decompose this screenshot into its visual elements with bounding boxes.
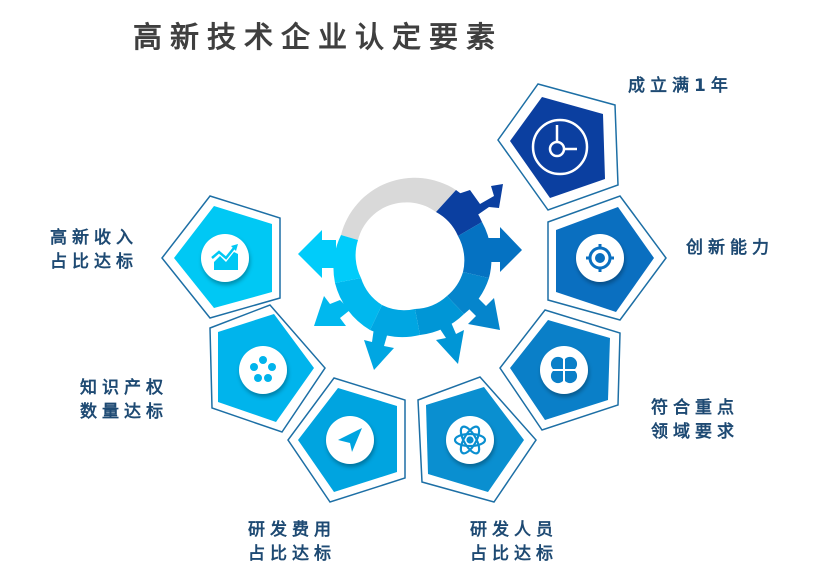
gear-segment-5 <box>364 305 420 370</box>
pentagon-factor-3[interactable] <box>499 309 621 431</box>
center-gear <box>298 177 522 370</box>
gear-hole <box>362 208 460 306</box>
paper-plane-icon <box>338 428 362 452</box>
gear-segment-2 <box>458 222 522 278</box>
label-factor-4: 研发人员 占比达标 <box>470 520 558 564</box>
gear-segment-7 <box>298 230 361 283</box>
gear-segment-gray <box>341 177 456 240</box>
clock-icon <box>531 118 589 176</box>
label-factor-5: 研发费用 占比达标 <box>248 520 336 564</box>
pentagon-factor-2[interactable] <box>547 195 667 321</box>
label-factor-6: 知识产权 数量达标 <box>80 378 168 422</box>
page-title: 高新技术企业认定要素 <box>133 20 504 54</box>
gear-segment-1 <box>436 184 503 236</box>
pentagon-factor-4[interactable] <box>417 376 537 503</box>
gear-segment-3 <box>447 272 500 330</box>
atom-icon <box>453 425 487 455</box>
gear-segment-6 <box>314 278 382 330</box>
pentagon-factor-7[interactable] <box>161 195 281 319</box>
gear-segment-4 <box>415 296 464 364</box>
trend-chart-icon <box>211 244 238 270</box>
label-factor-1: 成立满1年 <box>628 76 733 96</box>
film-reel-icon <box>250 356 276 382</box>
pentagon-factor-5[interactable] <box>287 377 406 503</box>
label-factor-3: 符合重点 领域要求 <box>651 398 739 442</box>
clover-icon <box>550 356 578 384</box>
target-icon <box>586 244 614 272</box>
label-factor-7: 高新收入 占比达标 <box>50 228 138 272</box>
label-factor-2: 创新能力 <box>686 238 774 258</box>
pentagon-factor-6[interactable] <box>209 304 326 433</box>
pentagon-factor-1[interactable] <box>497 83 619 211</box>
